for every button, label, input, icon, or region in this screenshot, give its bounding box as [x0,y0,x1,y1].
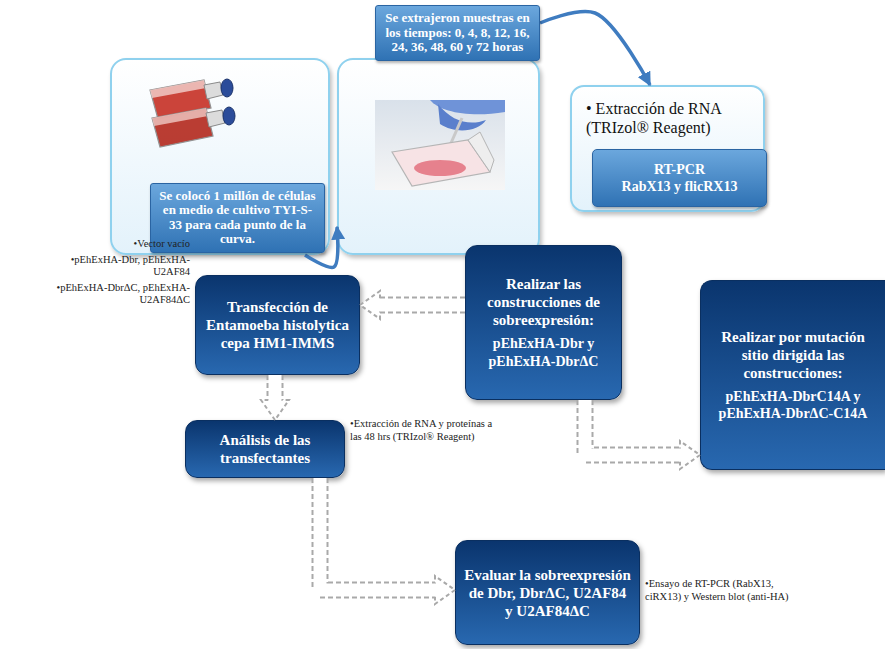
node-text: pEhExHA-DbrC14A y pEhExHA-DbrΔC-C14A [709,388,877,423]
curved-arrow [540,12,650,85]
node-text: Realizar las construcciones de sobreexpr… [474,275,613,329]
node-text: RabX13 y flicRX13 [622,178,738,196]
node-text: Se extrajeron muestras en los tiempos: 0… [375,5,540,61]
culture-flasks [150,79,235,147]
connector [360,291,465,319]
note-text: •pEhExHA-DbrΔC, pEhExHA-U2AF84ΔC [40,282,190,307]
lab-photo [375,100,505,190]
connector [320,478,455,604]
arrow-shaft-fill [378,299,465,312]
node-text: • Extracción de RNA (TRIzol® Reagent) [586,99,749,137]
process-box: • Extracción de RNA (TRIzol® Reagent) RT-… [570,85,765,212]
note-group: •Vector vacío •pEhExHA-Dbr, pEhExHA-U2AF8… [40,238,190,310]
node-text: Transfección de Entamoeba histolytica ce… [204,298,351,352]
note-group: •Ensayo de RT-PCR (RabX13, ciRX13) y Wes… [645,578,793,606]
process-box: Análisis de las transfectantes [185,420,345,478]
arrow-head [435,576,455,604]
process-box: Evaluar la sobreexpresión de Dbr, DbrΔC,… [455,540,640,645]
note-group: •Extracción de RNA y proteínas a las 48 … [350,418,500,446]
connector [261,375,289,420]
note-text: •Extracción de RNA y proteínas a las 48 … [350,418,500,443]
arrow-shaft-fill [269,375,282,402]
process-box: Transfección de Entamoeba histolytica ce… [195,275,360,375]
node-text: Evaluar la sobreexpresión de Dbr, DbrΔC,… [464,566,631,620]
note-text: •pEhExHA-Dbr, pEhExHA-U2AF84 [40,254,190,279]
connector [585,400,700,469]
arrow-head [360,291,380,319]
arrow-shaft-fill [585,400,682,455]
node-text: RT-PCR [654,161,705,179]
connector [540,12,650,85]
process-box: Realizar las construcciones de sobreexpr… [465,245,622,400]
process-box: Realizar por mutación sitio dirigida las… [700,280,885,470]
method-band: RT-PCRRabX13 y flicRX13 [592,149,767,207]
connector [305,227,338,267]
node-text: pEhExHA-Dbr y pEhExHA-DbrΔC [474,335,613,370]
curved-arrow [305,227,338,267]
arrow-shaft-outline [585,400,680,455]
node-text: Análisis de las transfectantes [194,431,336,467]
note-text: •Vector vacío [40,238,190,251]
arrow-shaft-fill [320,478,437,590]
node-text: Realizar por mutación sitio dirigida las… [709,328,877,382]
note-text: •Ensayo de RT-PCR (RabX13, ciRX13) y Wes… [645,578,793,603]
arrow-head [261,400,289,420]
arrow-head [680,441,700,469]
arrow-shaft-outline [320,478,435,590]
connector-group [261,12,700,604]
